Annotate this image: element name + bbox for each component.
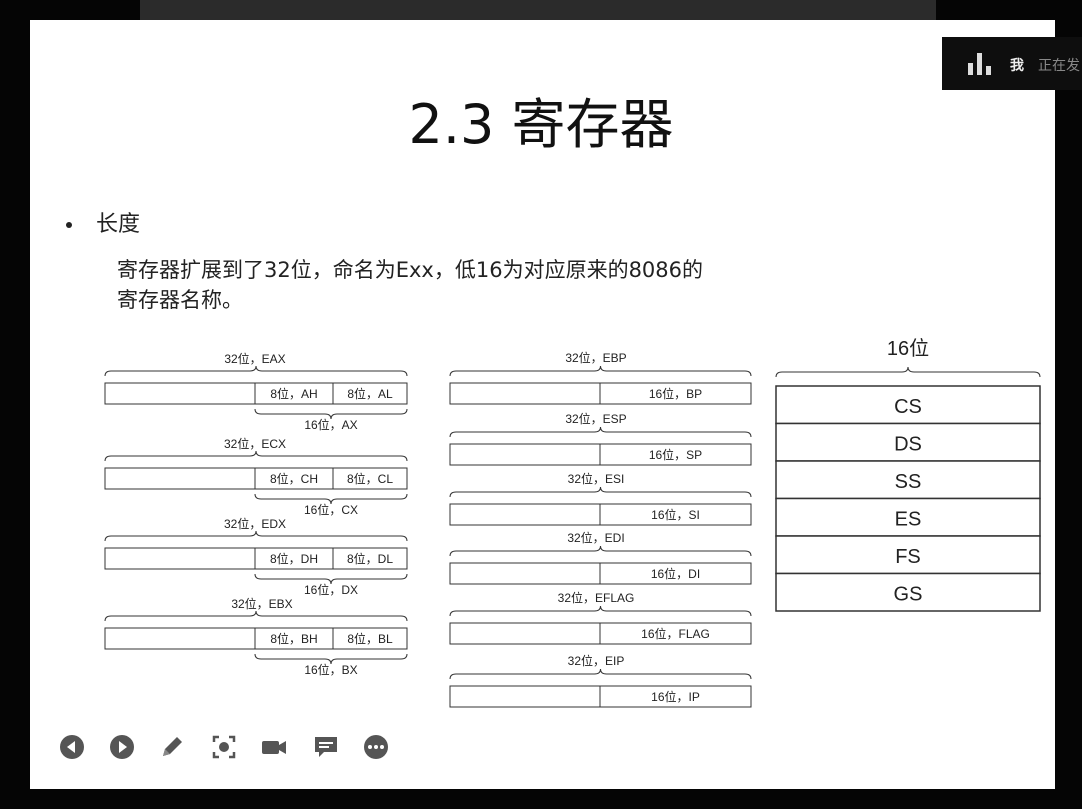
register-box	[104, 627, 408, 650]
brace-32bit	[104, 530, 408, 542]
segment-register-name: GS	[894, 584, 923, 606]
speaker-indicator: 我 正在发	[942, 37, 1082, 90]
brace-32bit	[104, 365, 408, 377]
label-high8: 8位，AH	[270, 386, 317, 401]
segment-register-box	[775, 422, 1041, 462]
comment-icon[interactable]	[312, 733, 340, 761]
label-16bit: 16位，DX	[304, 582, 358, 597]
segment-register-name: CS	[894, 396, 922, 418]
label-high8: 8位，DH	[270, 551, 318, 566]
speaker-status: 正在发	[1038, 58, 1080, 74]
audio-bars-icon	[968, 51, 992, 75]
label-32bit: 32位，EDI	[567, 530, 624, 545]
label-32bit: 32位，EIP	[568, 653, 625, 668]
segment-register-name: DS	[894, 434, 922, 456]
next-icon[interactable]	[108, 733, 136, 761]
brace-32bit	[449, 426, 752, 438]
segment-register-name: SS	[895, 471, 922, 493]
label-32bit: 32位，ECX	[224, 436, 286, 451]
speaker-user: 我	[1010, 58, 1024, 74]
register-box	[104, 382, 408, 405]
label-32bit: 32位，ESP	[565, 411, 626, 426]
label-low8: 8位，CL	[347, 471, 393, 486]
label-16bit: 16位，FLAG	[641, 626, 710, 641]
description-line-1: 寄存器扩展到了32位，命名为Exx，低16为对应原来的8086的	[117, 258, 704, 282]
label-high8: 8位，BH	[270, 631, 317, 646]
brace-32bit	[449, 668, 752, 680]
brace-16bit	[254, 653, 408, 665]
bullet-text: 长度	[96, 212, 141, 237]
label-16bit: 16位，CX	[304, 502, 358, 517]
brace-32bit	[104, 610, 408, 622]
camera-icon[interactable]	[260, 733, 288, 761]
pen-icon[interactable]	[158, 733, 186, 761]
brace-32bit	[449, 605, 752, 617]
label-low8: 8位，DL	[347, 551, 393, 566]
label-32bit: 32位，ESI	[568, 471, 625, 486]
label-16bit: 16位，IP	[651, 689, 700, 704]
previous-icon[interactable]	[58, 733, 86, 761]
segment-register-box	[775, 535, 1041, 575]
brace-32bit	[449, 545, 752, 557]
description-line-2: 寄存器名称。	[117, 288, 243, 312]
label-high8: 8位，CH	[270, 471, 318, 486]
brace-32bit	[449, 365, 752, 377]
laser-pointer-icon[interactable]	[210, 733, 238, 761]
slide-title: 2.3 寄存器	[408, 93, 674, 156]
segment-register-name: ES	[895, 509, 922, 531]
more-icon[interactable]	[362, 733, 390, 761]
label-32bit: 32位，EAX	[224, 351, 285, 366]
label-low8: 8位，AL	[347, 386, 393, 401]
segment-register-box	[775, 572, 1041, 612]
brace-16bit	[254, 493, 408, 505]
bullet-dot	[66, 222, 72, 228]
label-32bit: 32位，EBX	[231, 596, 292, 611]
segment-register-name: FS	[895, 546, 921, 568]
brace-32bit	[104, 450, 408, 462]
label-16bit: 16位，AX	[304, 417, 357, 432]
label-32bit: 32位，EBP	[565, 350, 626, 365]
register-box	[104, 547, 408, 570]
segment-header: 16位	[887, 337, 929, 360]
brace-16bit	[254, 573, 408, 585]
bullet-item: 长度	[66, 206, 140, 238]
label-16bit: 16位，BP	[649, 386, 702, 401]
register-box	[104, 467, 408, 490]
brace-16bit	[254, 408, 408, 420]
brace-16bit	[775, 366, 1041, 378]
brace-32bit	[449, 486, 752, 498]
label-32bit: 32位，EFLAG	[558, 590, 635, 605]
label-32bit: 32位，EDX	[224, 516, 286, 531]
label-low8: 8位，BL	[347, 631, 393, 646]
segment-register-box	[775, 385, 1041, 425]
slide-description: 寄存器扩展到了32位，命名为Exx，低16为对应原来的8086的 寄存器名称。	[117, 255, 837, 315]
label-16bit: 16位，BX	[304, 662, 357, 677]
label-16bit: 16位，SP	[649, 447, 702, 462]
label-16bit: 16位，DI	[651, 566, 700, 581]
label-16bit: 16位，SI	[651, 507, 700, 522]
